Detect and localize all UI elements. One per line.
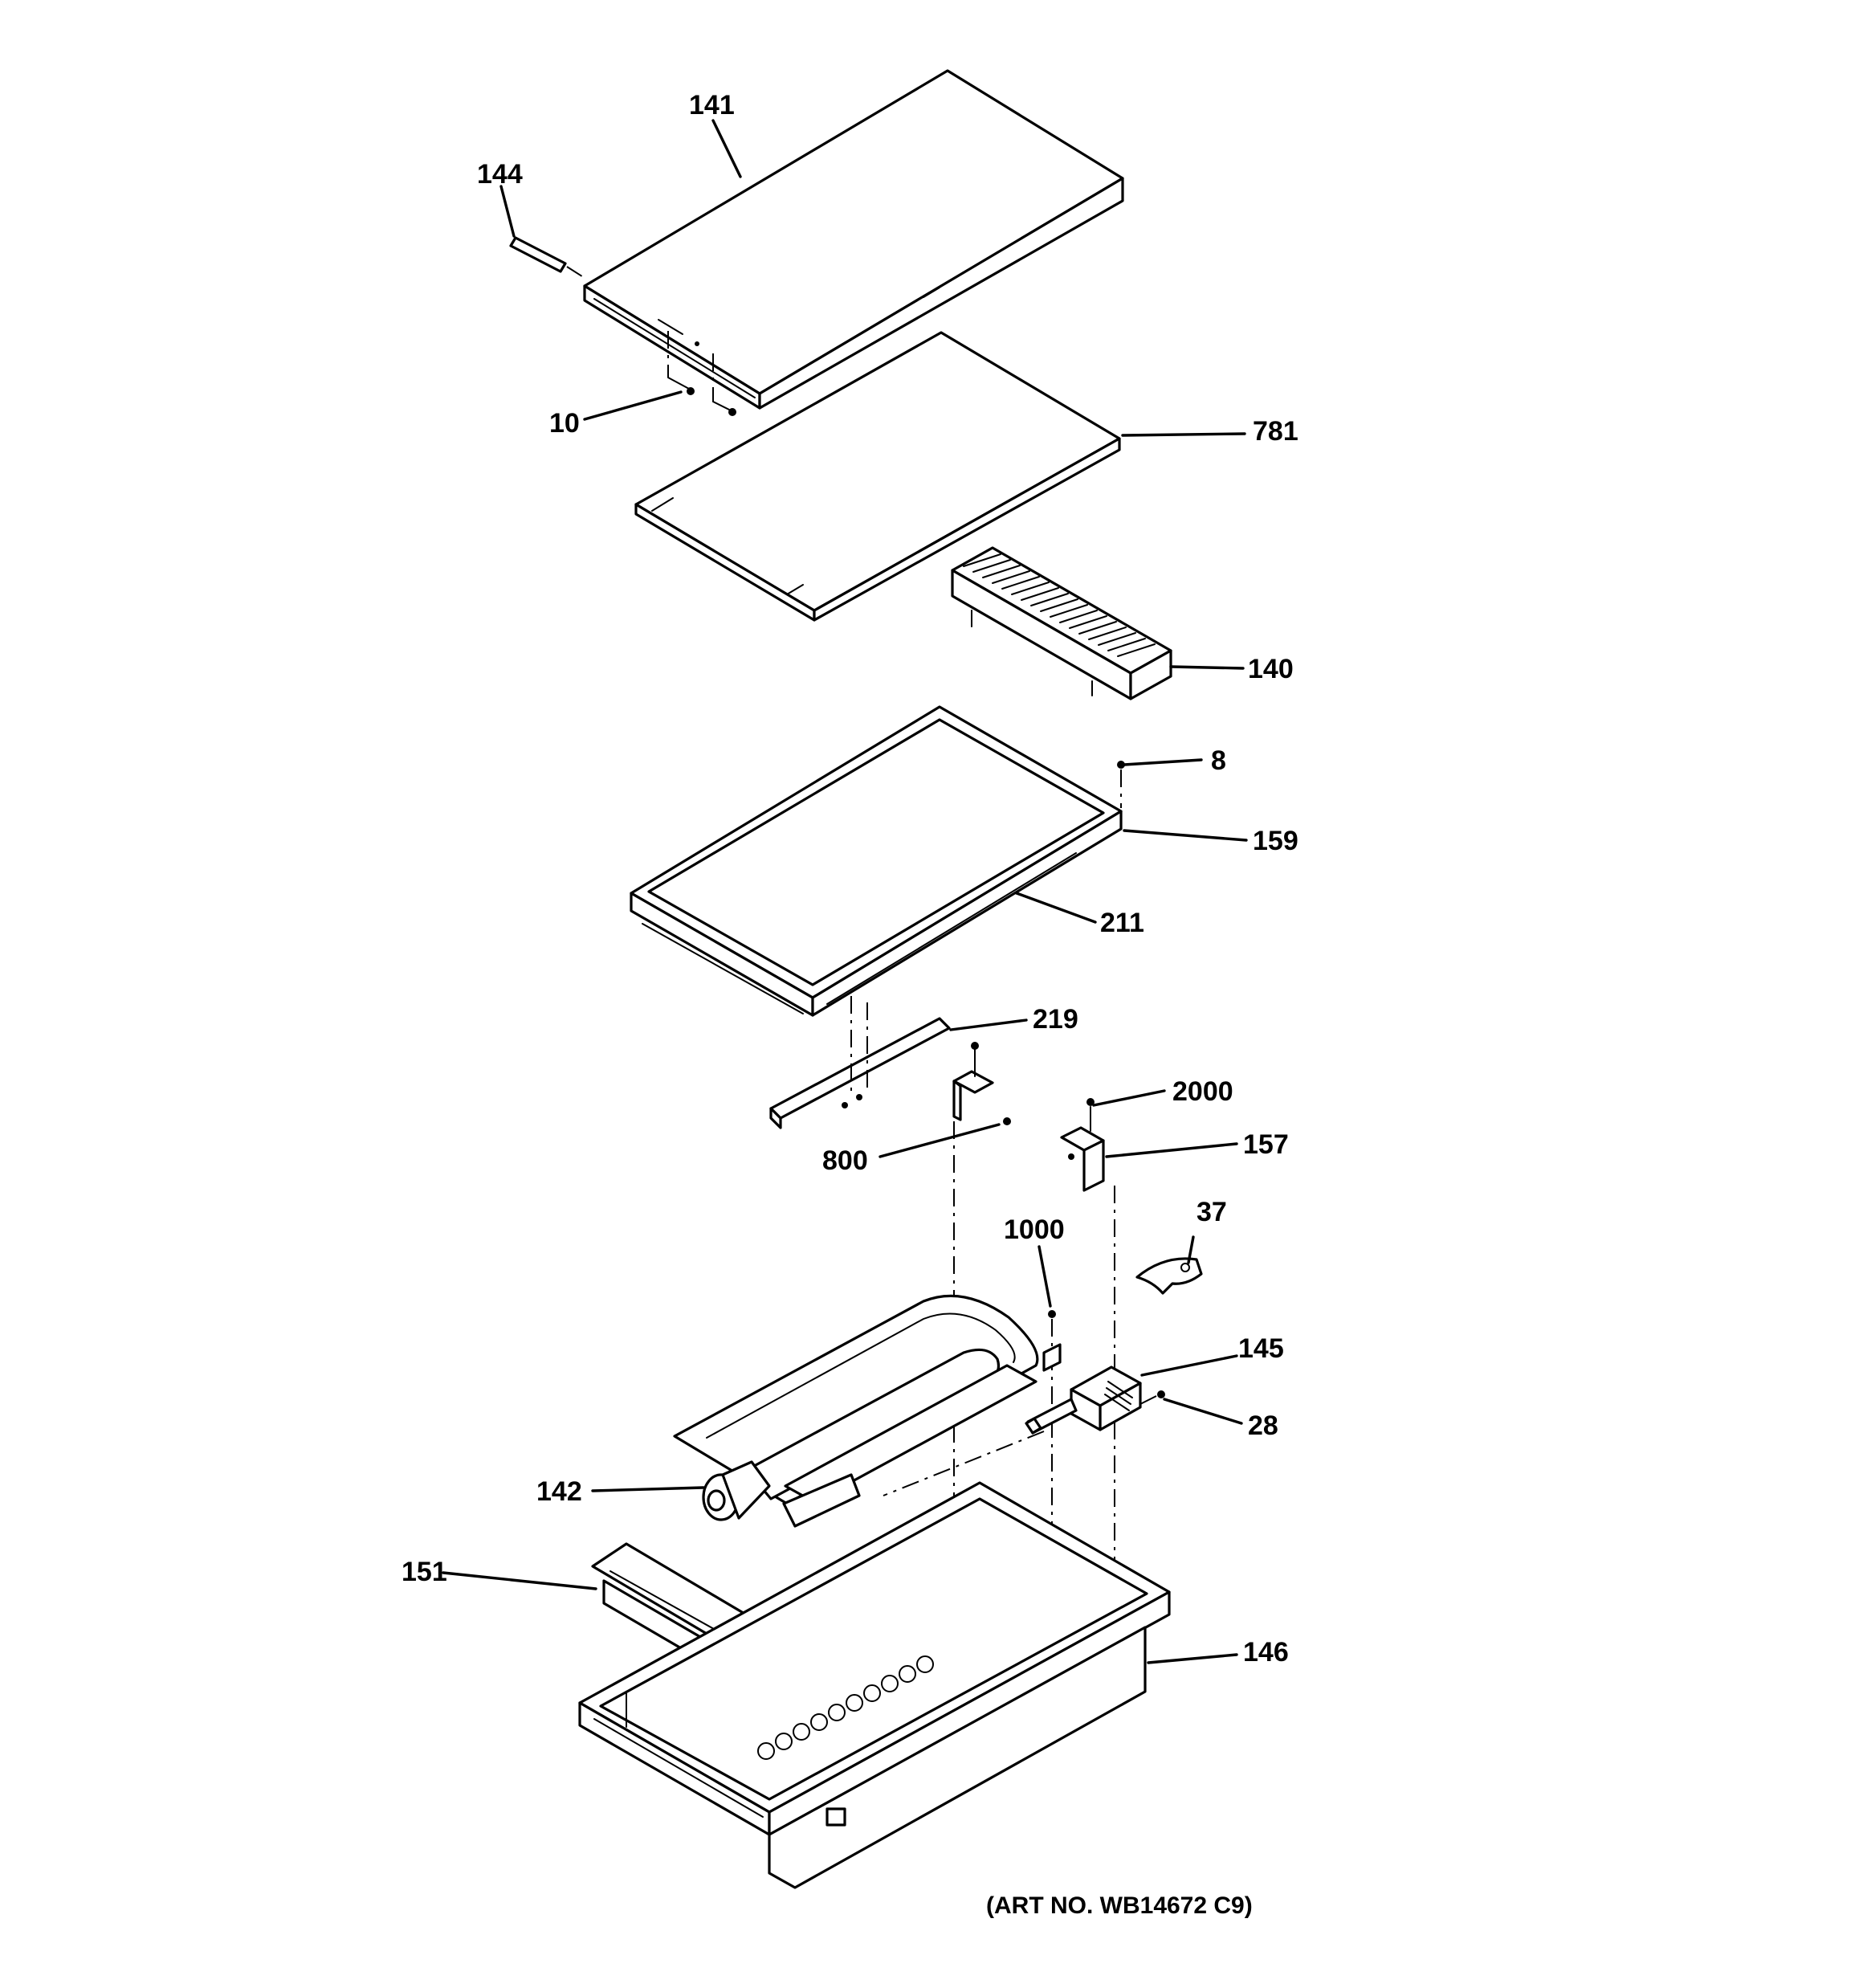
burner-inlet [702,1460,771,1521]
callout-159: 159 [1253,826,1298,856]
callout-157: 157 [1243,1129,1289,1160]
callout-144: 144 [477,159,523,190]
callout-781: 781 [1253,416,1298,447]
callout-219: 219 [1033,1004,1078,1035]
part-142-burner [673,1294,1062,1528]
callout-211: 211 [1100,908,1144,938]
callout-10: 10 [549,408,580,439]
callout-151: 151 [402,1557,447,1587]
callout-28: 28 [1248,1410,1278,1441]
part-10-screws [667,331,736,416]
part-141-cover [583,69,1124,410]
part-159-griddle-pan [630,705,1125,1017]
callout-145: 145 [1238,1333,1284,1364]
callout-2000: 2000 [1172,1076,1233,1107]
part-140-vent [951,546,1172,700]
part-219-strip [769,996,951,1129]
part-781-plate [634,331,1121,622]
burner-box-ports [757,1655,934,1760]
callout-1000: 1000 [1004,1214,1065,1245]
callout-800: 800 [822,1145,868,1176]
callout-140: 140 [1248,654,1294,684]
callout-146: 146 [1243,1637,1289,1668]
callout-37: 37 [1196,1197,1227,1227]
leader-lines [442,119,1248,1664]
callout-labels: 141 144 10 781 140 8 159 211 219 2000 15… [402,90,1298,1668]
callout-141: 141 [689,90,735,120]
part-37-clip [1135,1257,1203,1295]
callout-8: 8 [1211,745,1226,776]
art-number: (ART NO. WB14672 C9) [986,1892,1253,1919]
callout-142: 142 [536,1476,582,1507]
part-146-burner-box [578,1481,1171,1889]
part-144-rod [509,236,585,279]
part-145-igniter [883,1365,1142,1496]
part-28-screw [1139,1390,1165,1405]
part-800-bracket [952,1042,1011,1526]
